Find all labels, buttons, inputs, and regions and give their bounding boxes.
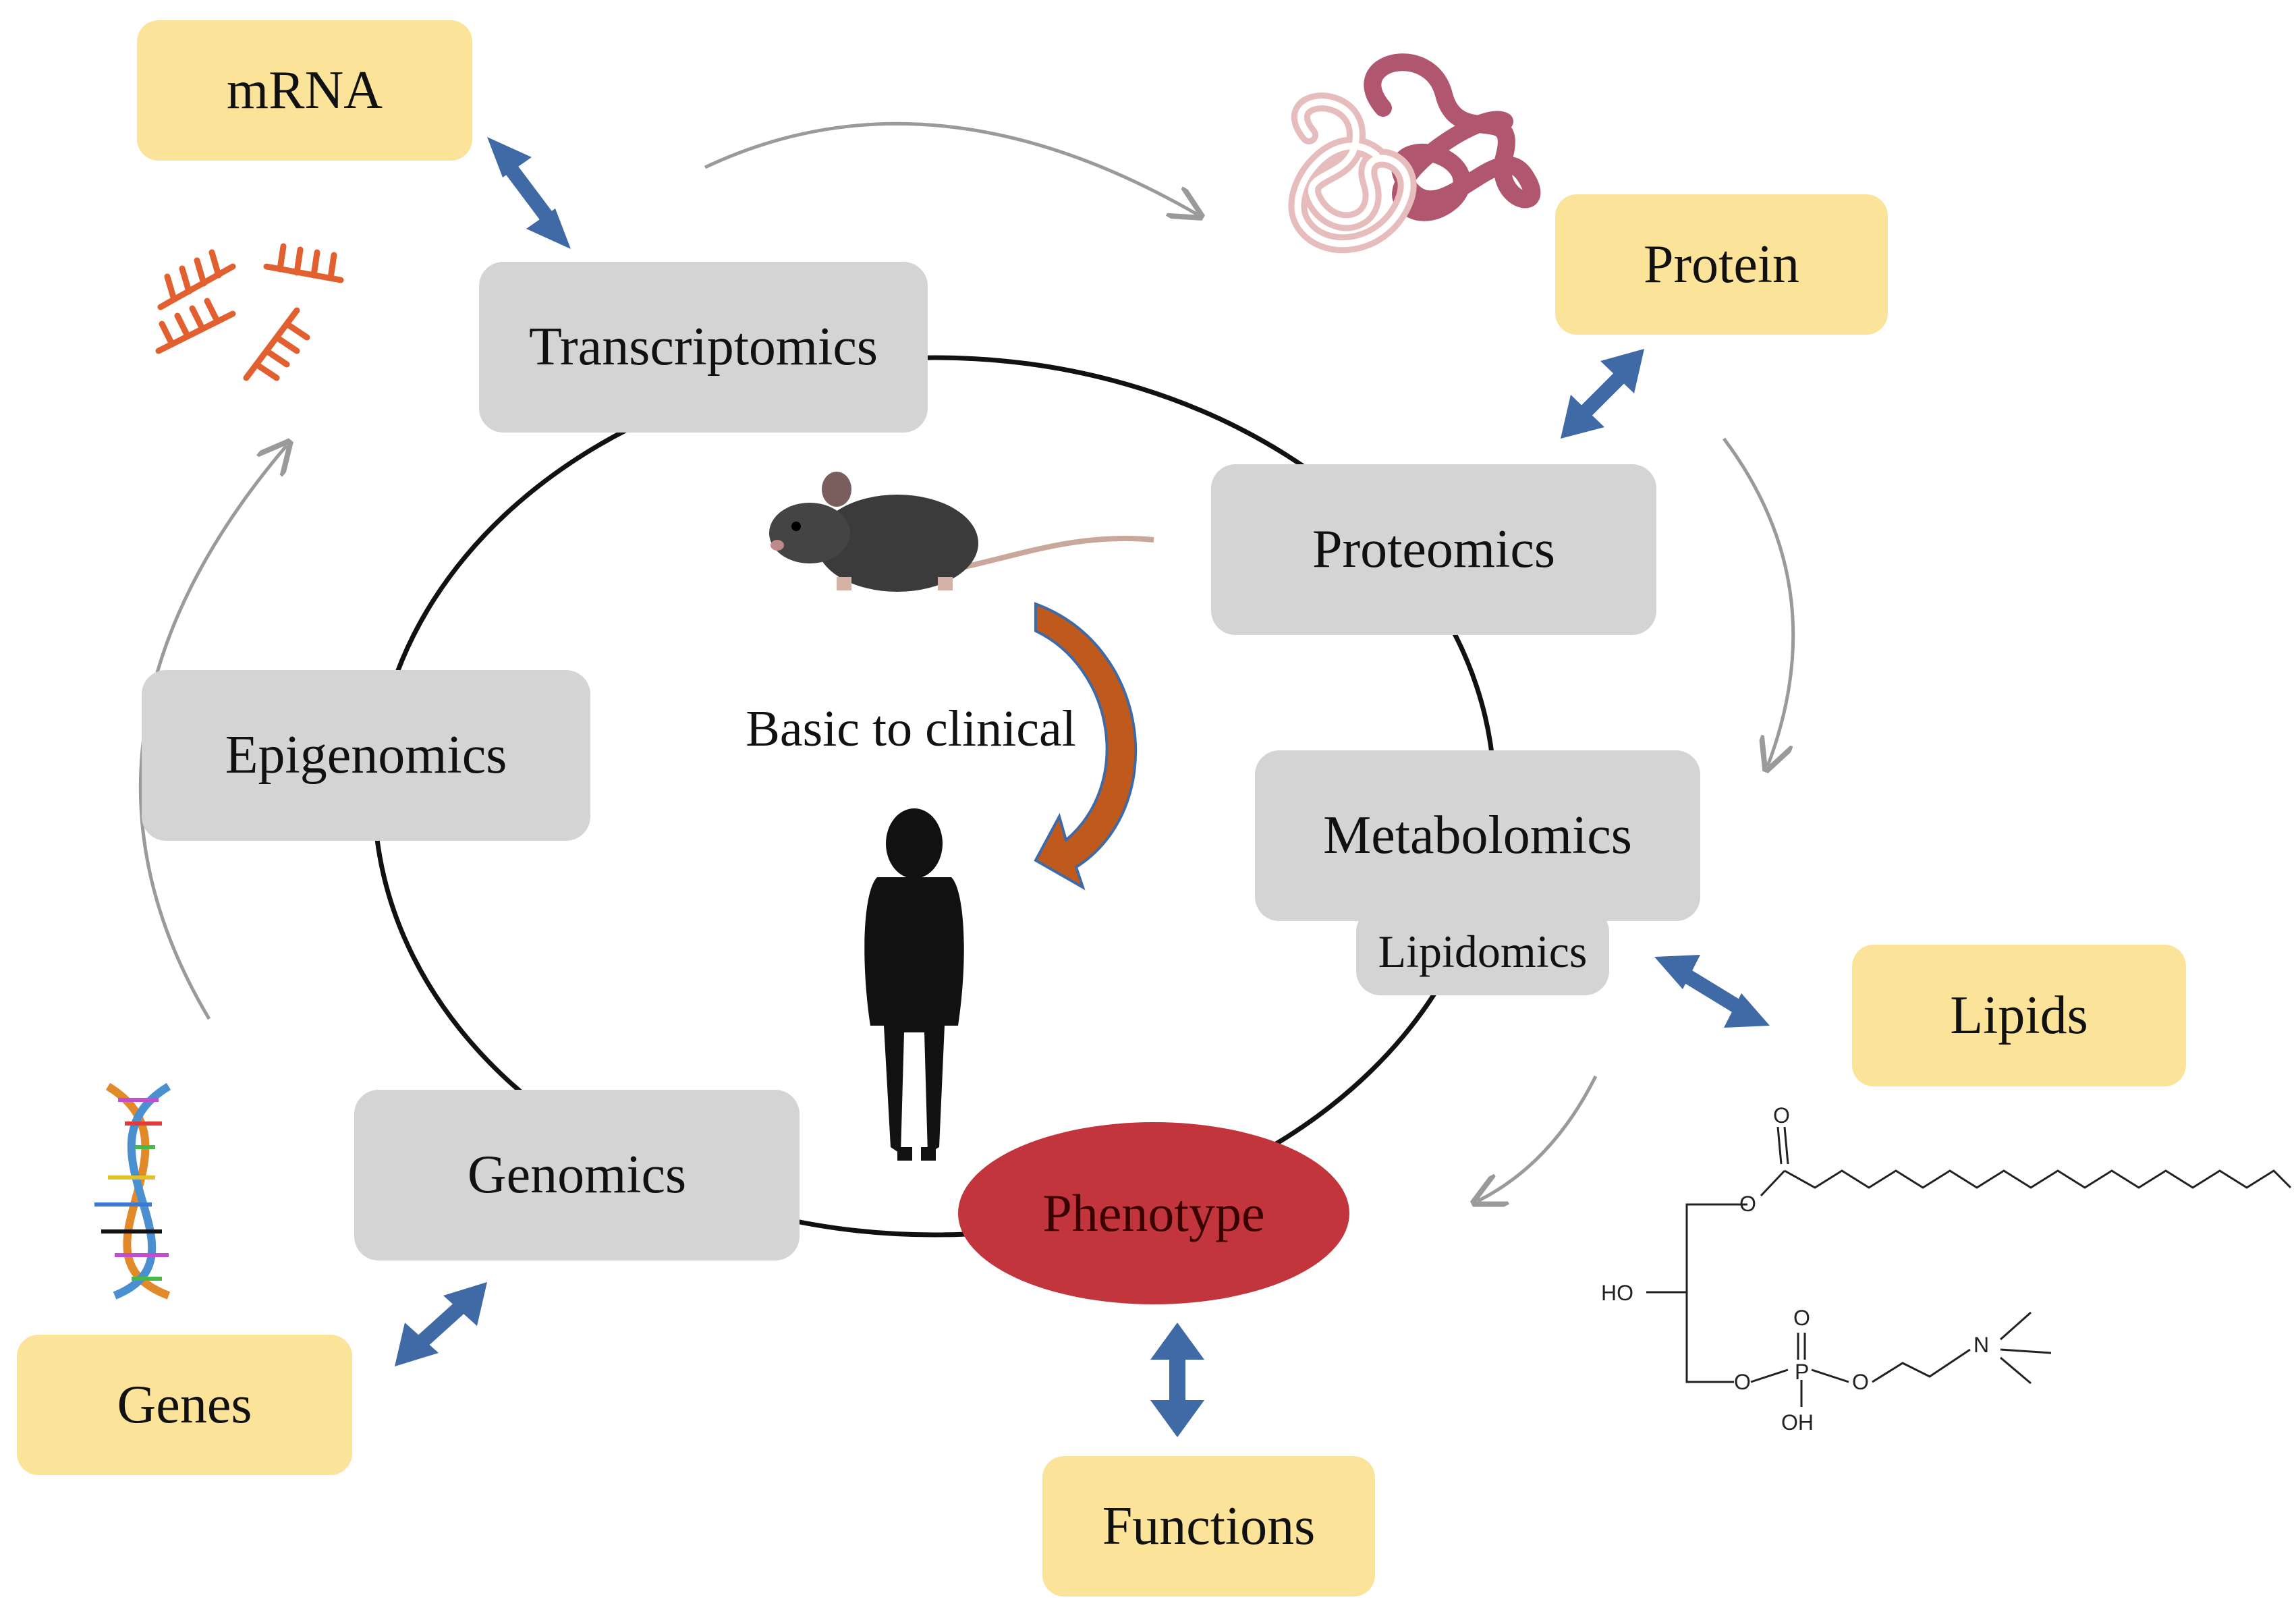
metabolomics-box: Metabolomics <box>1255 750 1700 921</box>
human-silhouette-icon <box>864 808 964 1161</box>
chem-label-oxygen-top: O <box>1773 1103 1790 1128</box>
rna-fragments-icon <box>155 243 344 381</box>
dna-helix-icon <box>94 1082 171 1300</box>
double-arrow-lipids <box>1654 955 1770 1028</box>
genes-box: Genes <box>17 1335 352 1475</box>
chem-label-phosphate-hydroxyl: OH <box>1781 1410 1814 1435</box>
double-arrow-protein <box>1561 349 1644 439</box>
basic-to-clinical-caption: Basic to clinical <box>746 700 1076 757</box>
epigenomics-box: Epigenomics <box>142 670 590 841</box>
proteomics-box: Proteomics <box>1211 464 1656 635</box>
cycle-arrow-top <box>704 121 1198 215</box>
cycle-arrow-bottom-right <box>1478 1075 1598 1201</box>
double-arrow-genes <box>395 1282 487 1366</box>
lipid-structure-icon <box>1646 1126 2292 1407</box>
lipidomics-box: Lipidomics <box>1356 908 1609 995</box>
chem-label-phosphate-oxygen-right: O <box>1852 1370 1869 1394</box>
chem-label-phosphate-oxygen-left: O <box>1734 1370 1751 1394</box>
chem-label-phosphorus: P <box>1795 1360 1810 1384</box>
phenotype-ellipse <box>958 1122 1349 1304</box>
chem-label-ester-oxygen: O <box>1739 1192 1756 1216</box>
double-arrow-mrna <box>487 137 571 249</box>
cycle-arrow-right <box>1722 437 1795 766</box>
genomics-box: Genomics <box>354 1090 800 1260</box>
chem-label-nitrogen: N <box>1973 1333 1990 1357</box>
chem-label-phosphate-oxygen-top: O <box>1793 1306 1810 1330</box>
protein-box: Protein <box>1555 194 1888 335</box>
lipids-box: Lipids <box>1852 945 2186 1086</box>
phenotype-label: Phenotype <box>1042 1184 1265 1242</box>
chem-label-hydroxyl: HO <box>1601 1281 1633 1305</box>
protein-coil-icon <box>1288 53 1541 254</box>
mrna-box: mRNA <box>137 20 472 161</box>
double-arrow-functions <box>1150 1323 1204 1437</box>
curved-arrow-icon <box>1034 602 1138 891</box>
transcriptomics-box: Transcriptomics <box>479 262 928 433</box>
functions-box: Functions <box>1042 1456 1375 1597</box>
mouse-icon <box>769 472 1154 592</box>
